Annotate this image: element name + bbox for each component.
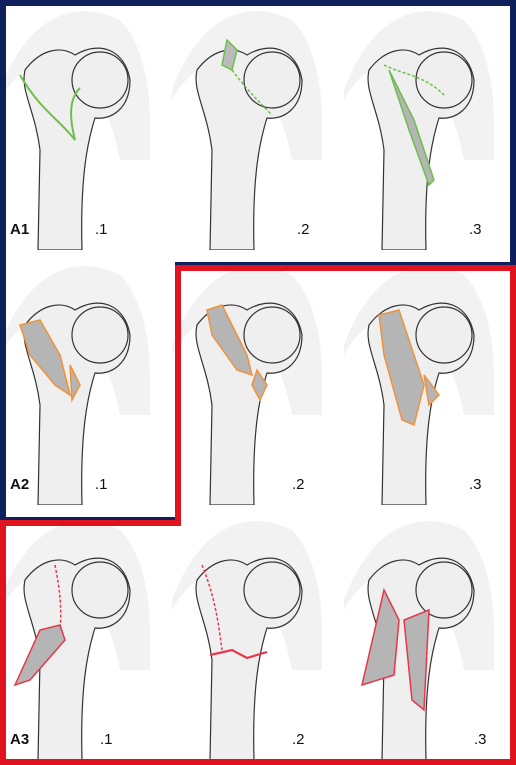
panel-a3-3: .3 <box>344 510 516 760</box>
femoral-head <box>244 52 300 108</box>
subtype-label: .1 <box>95 476 108 493</box>
panel-a2-1: A2 .1 <box>0 255 172 505</box>
femur-a1-2-figure <box>172 0 344 250</box>
femoral-head <box>416 307 472 363</box>
subtype-label: .1 <box>100 731 113 748</box>
subtype-label: .2 <box>292 476 305 493</box>
subtype-label: .3 <box>469 221 482 238</box>
femoral-head <box>72 307 128 363</box>
subtype-label: .2 <box>292 731 305 748</box>
femur-a1-3-figure <box>344 0 516 250</box>
femoral-head <box>72 52 128 108</box>
panel-a3-1: A3 .1 <box>0 510 172 760</box>
panel-a3-2: .2 <box>172 510 344 760</box>
femur-a3-1-figure <box>0 510 172 760</box>
subtype-label: .1 <box>95 221 108 238</box>
femoral-head <box>416 52 472 108</box>
group-label-a2: A2 <box>10 476 29 493</box>
subtype-label: .3 <box>469 476 482 493</box>
femoral-head <box>72 562 128 618</box>
femoral-head <box>244 562 300 618</box>
panel-a1-3: .3 <box>344 0 516 250</box>
femur-a3-2-figure <box>172 510 344 760</box>
femur-a1-1-figure <box>0 0 172 250</box>
group-label-a3: A3 <box>10 731 29 748</box>
femur-a2-3-figure <box>344 255 516 505</box>
group-label-a1: A1 <box>10 221 29 238</box>
femur-a2-2-figure <box>172 255 344 505</box>
femoral-head <box>416 562 472 618</box>
subtype-label: .3 <box>474 731 487 748</box>
femur-a2-1-figure <box>0 255 172 505</box>
femoral-head <box>244 307 300 363</box>
panel-a2-3: .3 <box>344 255 516 505</box>
subtype-label: .2 <box>297 221 310 238</box>
panel-a1-2: .2 <box>172 0 344 250</box>
panel-a2-2: .2 <box>172 255 344 505</box>
femur-a3-3-figure <box>344 510 516 760</box>
panel-a1-1: A1 .1 <box>0 0 172 250</box>
